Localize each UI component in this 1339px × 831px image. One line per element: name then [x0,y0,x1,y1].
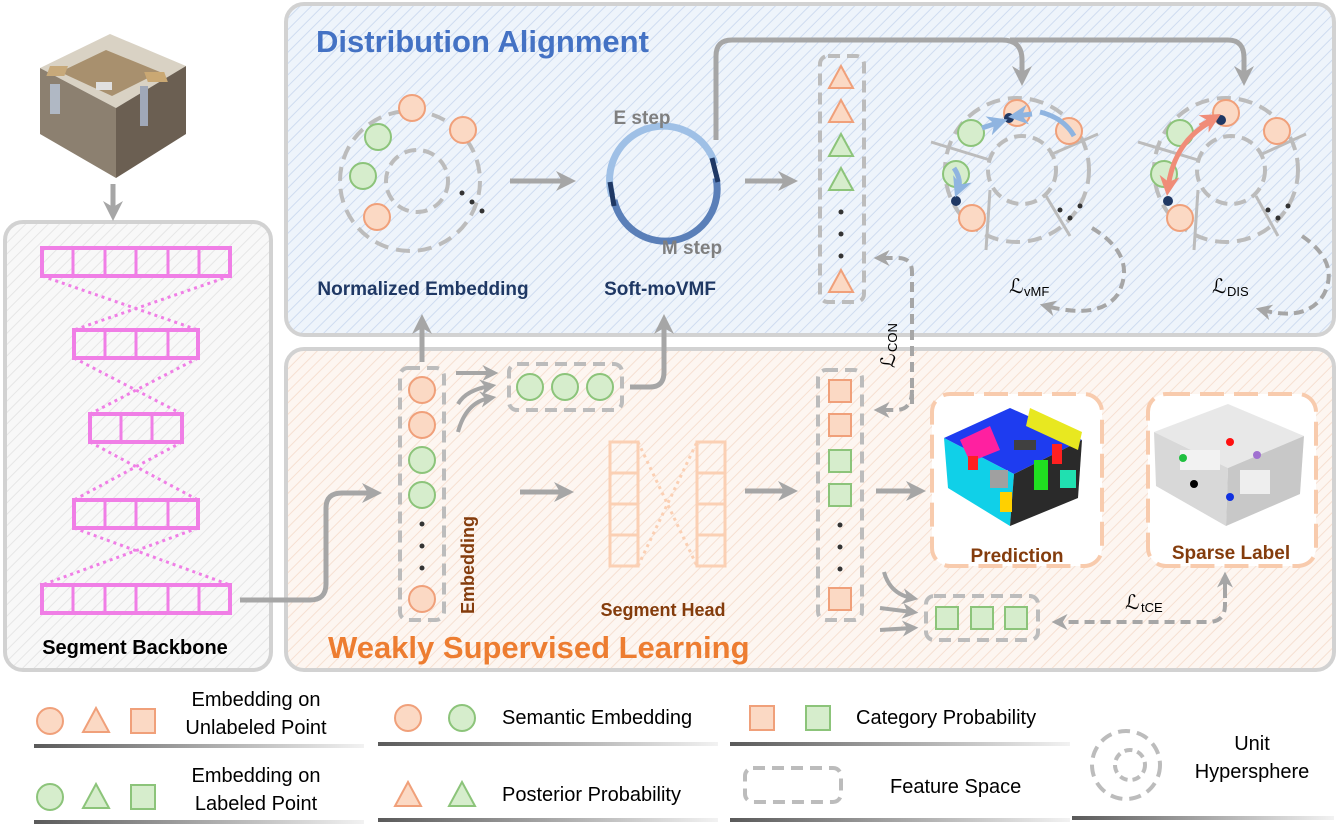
legend-category: Category Probability [856,707,1036,729]
loss-tce-script: ℒ [1125,592,1139,614]
segment-backbone-panel [3,220,273,672]
weakly-supervised-title: Weakly Supervised Learning [328,630,750,665]
embedding-column [408,376,436,613]
legend-unit-line1: Unit [1234,733,1270,755]
loss-con-script: ℒ [878,354,900,368]
legend-posterior: Posterior Probability [502,784,681,806]
labeled-probability-group [924,594,1040,642]
legend-unlabeled-line2: Unlabeled Point [185,717,327,739]
segment-head-label: Segment Head [600,600,725,620]
legend-labeled-line2: Labeled Point [195,793,318,815]
vmf-loss-hypersphere [930,96,1099,251]
normalized-embedding-hypersphere [338,94,485,253]
embedding-label: Embedding [458,516,478,614]
dis-loss-hypersphere [1137,96,1307,251]
loss-dis-script: ℒ [1212,276,1226,298]
semantic-embedding-group [507,362,624,412]
embedding-feature-space [398,366,446,622]
em-cycle-icon [606,122,721,245]
m-step-label: M step [662,238,722,259]
backbone-network [40,246,232,615]
legend-semantic: Semantic Embedding [502,707,692,729]
category-probability-column [828,379,852,611]
loss-con-subscript: CON [885,323,900,352]
posterior-probability-space [818,54,866,304]
segment-backbone-label: Segment Backbone [42,637,228,659]
sparse-label-scene-image [1154,404,1304,526]
legend-labeled-line1: Embedding on [192,765,321,787]
segment-head-network [608,440,727,568]
loss-vmf-subscript: vMF [1024,284,1049,299]
distribution-alignment-title: Distribution Alignment [316,24,649,59]
category-probability-space [816,368,864,622]
normalized-embedding-label: Normalized Embedding [317,279,528,300]
soft-movmf-label: Soft-moVMF [604,279,716,300]
legend-unlabeled-line1: Embedding on [192,689,321,711]
room-scan-image [40,34,186,178]
loss-tce-subscript: tCE [1141,600,1163,615]
distribution-alignment-panel [284,2,1336,337]
prediction-scene-image [944,408,1082,526]
sparse-label-label: Sparse Label [1172,543,1290,564]
e-step-label: E step [613,108,670,129]
loss-vmf-script: ℒ [1009,276,1023,298]
posterior-probability-column [827,63,855,293]
legend-unit-line2: Hypersphere [1195,761,1310,783]
legend-feature-space: Feature Space [890,776,1021,798]
prediction-label: Prediction [971,546,1064,567]
legend: Embedding on Unlabeled Point Embedding o… [34,689,1334,824]
loss-dis-subscript: DIS [1227,284,1249,299]
